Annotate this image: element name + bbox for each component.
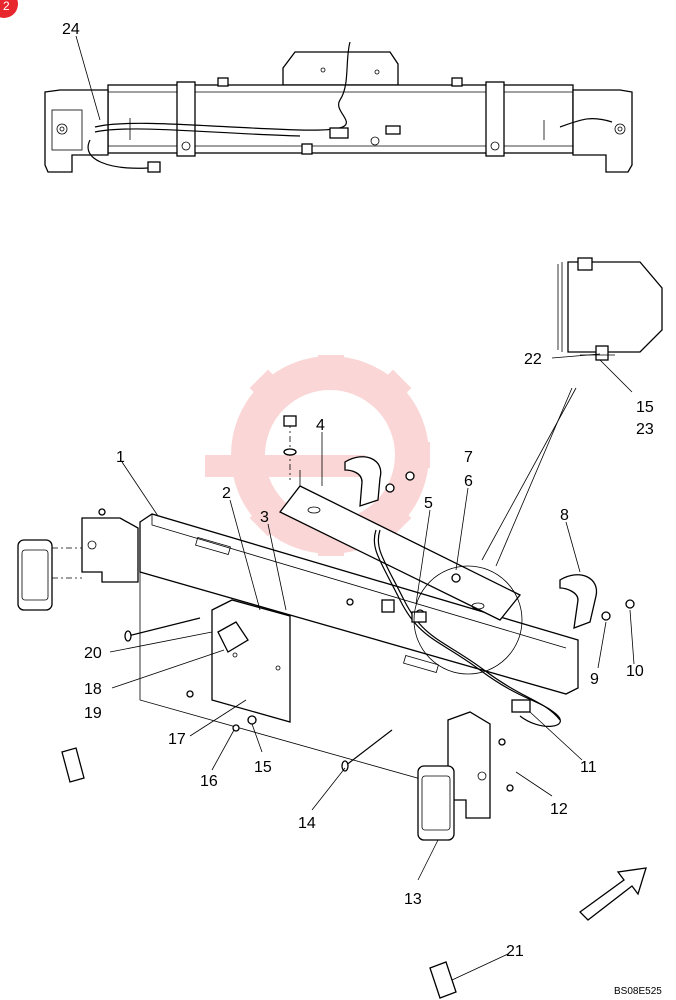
top-connector (147, 161, 161, 173)
cap-bolt (283, 415, 297, 427)
callout-2: 2 (222, 485, 231, 502)
callout-16: 16 (200, 773, 218, 790)
left-strap (176, 81, 196, 157)
left-lamp (17, 539, 53, 611)
detail-inset-bracket (557, 257, 663, 361)
callout-20: 20 (84, 645, 102, 662)
plate-bracket (211, 599, 291, 723)
callout-14: 14 (298, 815, 316, 832)
callout-1: 1 (116, 449, 125, 466)
badge-text: 2 (3, 0, 10, 13)
callout-13: 13 (404, 891, 422, 908)
callout-24: 24 (62, 21, 80, 38)
top-pigtail (87, 139, 149, 169)
leader-24 (75, 35, 101, 121)
main-exploded-assembly (17, 415, 647, 999)
center-mount-plate (282, 51, 399, 86)
callout-9: 9 (590, 671, 599, 688)
leader-22 (551, 353, 601, 359)
direction-arrow (579, 867, 647, 921)
cover-plate (279, 485, 522, 621)
watermark-logo (205, 355, 430, 556)
callout-11: 11 (580, 759, 597, 776)
callout-5: 5 (424, 495, 433, 512)
callout-labels: 24 4 7 6 5 8 1 2 3 22 15 23 20 18 19 17 … (62, 21, 662, 997)
callout-10: 10 (626, 663, 644, 680)
harness-connector (511, 699, 531, 713)
strap-left (344, 456, 382, 507)
callout-22: 22 (524, 351, 542, 368)
callout-6: 6 (464, 473, 473, 490)
right-end-plate (572, 89, 633, 173)
callout-23: 23 (636, 421, 654, 438)
callout-15: 15 (254, 759, 272, 776)
callout-18: 18 (84, 681, 102, 698)
callout-12: 12 (550, 801, 568, 818)
left-bracket (81, 517, 139, 583)
callout-15-inset: 15 (636, 399, 654, 416)
callout-21: 21 (506, 943, 524, 960)
callout-3: 3 (260, 509, 269, 526)
reflector-left (61, 747, 85, 783)
callout-19: 19 (84, 705, 102, 722)
callout-8: 8 (560, 507, 569, 524)
callout-7: 7 (464, 449, 473, 466)
right-lamp (417, 765, 455, 841)
wire-harness (373, 529, 561, 727)
license-lamp (217, 621, 249, 653)
callout-4: 4 (316, 417, 325, 434)
detail-circle (413, 565, 523, 675)
top-view-assembly (44, 41, 633, 173)
page-badge: 2 (0, 0, 18, 18)
callout-17: 17 (168, 731, 186, 748)
figure-code: BS08E525 (614, 986, 662, 997)
leader-15a (599, 359, 633, 393)
strap-right (559, 574, 598, 629)
bolt-14 (344, 729, 393, 767)
badge-circle (0, 0, 18, 18)
reflector-21 (429, 961, 457, 999)
bolt-20 (127, 617, 201, 637)
left-end-plate (44, 89, 109, 173)
right-strap (485, 81, 505, 157)
